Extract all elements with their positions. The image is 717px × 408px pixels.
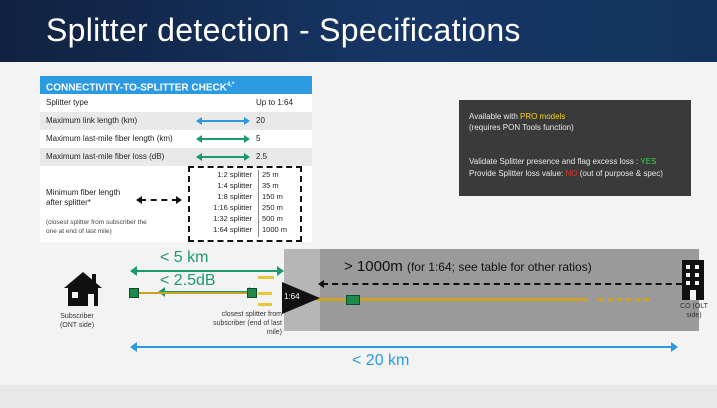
ratio-name: 1:64 splitter — [213, 225, 252, 234]
spec-row-value: 20 — [256, 116, 265, 125]
spec-row-last-mile-length: Maximum last-mile fiber length (km) 5 — [40, 130, 312, 148]
spec-row-last-mile-loss: Maximum last-mile fiber loss (dB) 2.5 — [40, 148, 312, 166]
feeder-connector — [346, 295, 360, 305]
spec-row-value: Up to 1:64 — [256, 98, 293, 107]
house-icon — [64, 272, 102, 306]
feeder-section-band — [284, 249, 699, 331]
ratio-length: 250 m — [262, 203, 283, 212]
ont-connector — [129, 288, 139, 298]
double-arrow-icon — [196, 117, 250, 125]
splitter-ratio-label: 1:64 — [284, 292, 300, 301]
last-mile-length-arrow — [130, 266, 284, 276]
no-flag: NO — [565, 169, 578, 178]
pro-info-box: Available with PRO models (requires PON … — [459, 100, 691, 196]
ratio-length: 500 m — [262, 214, 283, 223]
spec-row-value: 2.5 — [256, 152, 268, 161]
fiber-dash — [258, 292, 272, 295]
co-label: CO (OLT side) — [680, 303, 708, 319]
splitter-connector — [247, 288, 257, 298]
min-length-label: Minimum fiber length after splitter* — [46, 188, 121, 207]
pro-availability: Available with PRO models — [469, 112, 566, 121]
ratio-length: 150 m — [262, 192, 283, 201]
spec-heading-text: CONNECTIVITY-TO-SPLITTER CHECK — [46, 82, 227, 94]
min-after-splitter-label: > 1000m (for 1:64; see table for other r… — [344, 258, 592, 275]
spec-row-label: Maximum link length (km) — [46, 116, 138, 125]
spec-heading-sup: 4,* — [226, 82, 235, 88]
spec-row-label: Splitter type — [46, 98, 89, 107]
feeder-fiber-dashed — [598, 298, 650, 301]
ratio-length: 25 m — [262, 170, 279, 179]
min-length-note: (closest splitter from subscriber the on… — [46, 219, 147, 235]
fiber-dash — [258, 276, 274, 279]
double-arrow-icon — [196, 153, 250, 161]
slide-footer — [0, 385, 717, 408]
ratio-length: 1000 m — [262, 225, 288, 234]
ratio-table: 1:2 splitter 25 m 1:4 splitter 35 m 1:8 sp… — [188, 166, 302, 242]
feeder-fiber — [316, 298, 588, 301]
slide-title: Splitter detection - Specifications — [46, 12, 521, 48]
spec-row-value: 5 — [256, 134, 261, 143]
pro-models-highlight: PRO models — [520, 112, 566, 121]
ratio-name: 1:4 splitter — [217, 181, 252, 190]
spec-row-max-link: Maximum link length (km) 20 — [40, 112, 312, 130]
ratio-name: 1:2 splitter — [217, 170, 252, 179]
fiber-dash — [258, 303, 272, 306]
slide-header: Splitter detection - Specifications — [0, 0, 717, 62]
spec-table-heading: CONNECTIVITY-TO-SPLITTER CHECK4,* — [40, 76, 312, 94]
total-length-label: < 20 km — [352, 352, 410, 369]
last-mile-length-label: < 5 km — [160, 249, 209, 266]
closest-splitter-label: closest splitter from subscriber (end of… — [213, 311, 282, 336]
spec-row-label: Maximum last-mile fiber length (km) — [46, 134, 173, 143]
total-length-arrow — [130, 342, 678, 352]
min-after-splitter-arrow — [318, 280, 696, 288]
ratio-name: 1:8 splitter — [217, 192, 252, 201]
last-mile-loss-label: < 2.5dB — [160, 272, 216, 289]
yes-flag: YES — [640, 157, 657, 166]
drop-fiber — [134, 292, 249, 294]
double-arrow-icon — [196, 135, 250, 143]
ratio-name: 1:16 splitter — [213, 203, 252, 212]
spec-table: CONNECTIVITY-TO-SPLITTER CHECK4,* Splitt… — [40, 76, 312, 242]
ratio-name: 1:32 splitter — [213, 214, 252, 223]
splitter-icon — [282, 282, 320, 314]
pro-validate-line: Validate Splitter presence and flag exce… — [469, 157, 657, 166]
spec-row-label: Maximum last-mile fiber loss (dB) — [46, 152, 165, 161]
building-icon — [682, 260, 704, 300]
pro-loss-line: Provide Splitter loss value: NO (out of … — [469, 169, 663, 178]
pro-requirement: (requires PON Tools function) — [469, 123, 574, 132]
dashed-arrow-icon — [136, 196, 182, 204]
spec-row-splitter-type: Splitter type Up to 1:64 — [40, 94, 312, 112]
subscriber-label: Subscriber (ONT side) — [59, 313, 95, 329]
ratio-length: 35 m — [262, 181, 279, 190]
